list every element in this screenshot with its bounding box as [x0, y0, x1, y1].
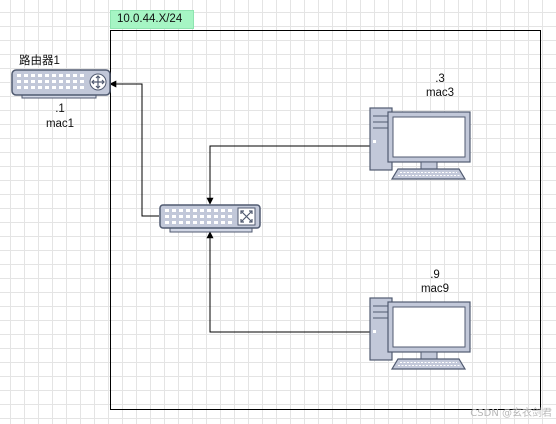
switch-icon[interactable] [159, 204, 261, 233]
router-icon[interactable] [11, 69, 111, 99]
link-host-a-to-switch[interactable] [206, 145, 370, 205]
computer-icon[interactable] [369, 107, 471, 180]
host-a-ip-label: .3 [435, 73, 445, 85]
subnet-label: 10.0.44.X/24 [110, 10, 194, 29]
host-b-ip-label: .9 [430, 269, 440, 281]
computer-icon[interactable] [369, 297, 471, 370]
router-mac-label: mac1 [45, 118, 75, 130]
watermark-label: CSDN @玄衣剑君 [470, 408, 552, 419]
link-switch-to-router[interactable] [109, 80, 159, 217]
router-ip-label: .1 [55, 103, 65, 115]
host-a-mac-label: mac3 [425, 87, 455, 99]
router-name-label: 路由器1 [19, 55, 60, 67]
host-b-mac-label: mac9 [420, 283, 450, 295]
link-host-b-to-switch[interactable] [206, 231, 370, 333]
subnet-box[interactable] [110, 30, 541, 410]
